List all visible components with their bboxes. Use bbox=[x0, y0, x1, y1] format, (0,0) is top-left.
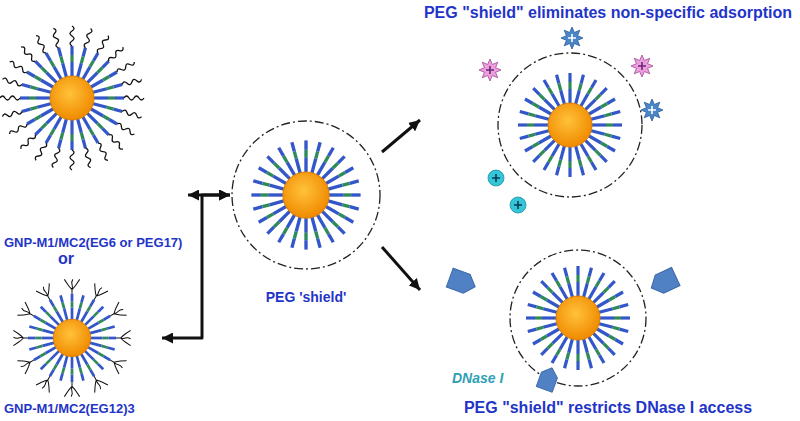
nanoparticle-node: GNP-M1/MC2(EG6 or PEG17) bbox=[2, 20, 188, 252]
node-label: PEG "shield" eliminates non-specific ads… bbox=[424, 3, 792, 22]
node-label: GNP-M1/MC2(EG6 or PEG17) bbox=[4, 235, 182, 251]
nanoparticle-node: PEG "shield" eliminates non-specific ads… bbox=[420, 2, 796, 202]
node-label: PEG "shield" restricts DNase I access bbox=[464, 398, 752, 417]
charged-protein bbox=[479, 27, 663, 213]
reaction-arrow bbox=[382, 120, 420, 152]
branched-peg-nanoparticle bbox=[13, 279, 130, 396]
reaction-arrow bbox=[162, 195, 230, 338]
enzyme-label: DNase I bbox=[452, 370, 503, 387]
shielded-nanoparticle bbox=[232, 121, 380, 269]
pegylated-nanoparticle bbox=[0, 26, 144, 170]
nanoparticle-node: PEG 'shield' bbox=[230, 112, 382, 307]
nanoparticle-node: PEG "shield" restricts DNase I access bbox=[420, 250, 796, 418]
node-label: PEG 'shield' bbox=[266, 289, 347, 306]
nanoparticle-node: GNP-M1/MC2(EG12)3 bbox=[2, 272, 162, 418]
reaction-arrow bbox=[382, 247, 420, 290]
connector-word: or bbox=[58, 249, 74, 268]
shielded-nanoparticle bbox=[498, 53, 642, 197]
shielded-nanoparticle bbox=[510, 250, 646, 386]
node-label: GNP-M1/MC2(EG12)3 bbox=[4, 401, 135, 417]
dnase-enzyme bbox=[446, 267, 680, 392]
